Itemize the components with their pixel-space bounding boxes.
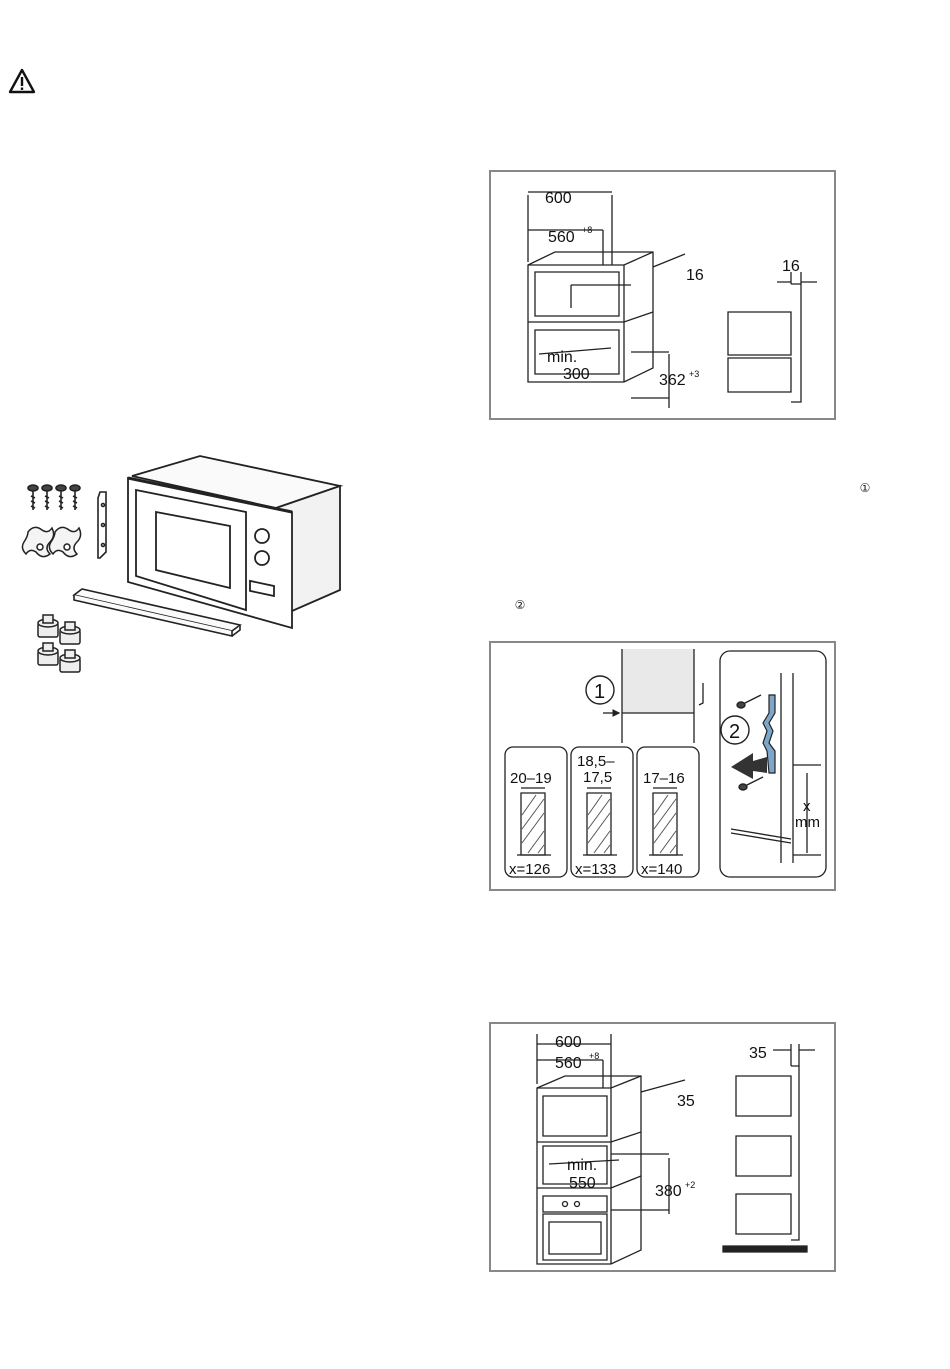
width-outer-label: 600 xyxy=(545,190,572,207)
warning-icon xyxy=(8,68,36,94)
clips-icon xyxy=(22,527,80,556)
min-depth-label: 300 xyxy=(563,366,590,383)
box-3-x-value: x=140 xyxy=(641,861,682,878)
box-3-range: 17–16 xyxy=(643,770,685,787)
accessories-illustration xyxy=(20,450,350,685)
reference-marker-2: ② xyxy=(512,597,528,613)
box-2-range-line2: 17,5 xyxy=(583,769,612,786)
width-inner-label: 560 xyxy=(548,229,575,246)
x-label: x xyxy=(803,798,811,815)
min-label: min. xyxy=(567,1157,597,1174)
screws-icon xyxy=(28,485,80,510)
tall-cabinet-dimensions-figure: 600 560 +8 35 35 min. 550 380 +2 xyxy=(489,1022,836,1272)
box-1-range: 20–19 xyxy=(510,770,552,787)
width-inner-tolerance: +8 xyxy=(582,225,592,235)
width-inner-label: 560 xyxy=(555,1055,582,1072)
callout-2: 2 xyxy=(729,721,740,743)
side-panel-thickness-label: 16 xyxy=(782,258,800,275)
box-2-x-value: x=133 xyxy=(575,861,616,878)
width-inner-tolerance: +8 xyxy=(589,1051,599,1061)
panel-thickness-label: 16 xyxy=(686,267,704,284)
box-1-x-value: x=126 xyxy=(509,861,550,878)
cabinet-dimensions-figure: 600 560 +8 16 16 min. 300 362 +3 xyxy=(489,170,836,420)
mm-label: mm xyxy=(795,814,820,831)
height-label: 380 xyxy=(655,1183,682,1200)
height-label: 362 xyxy=(659,372,686,389)
bracket-mounting-figure: 1 2 x mm 20–19 x=126 18,5– 17,5 x=133 17… xyxy=(489,641,836,891)
side-panel-thickness-label: 35 xyxy=(749,1045,767,1062)
box-2-range-line1: 18,5– xyxy=(577,753,615,770)
panel-thickness-label: 35 xyxy=(677,1093,695,1110)
width-outer-label: 600 xyxy=(555,1034,582,1051)
height-tolerance: +3 xyxy=(689,369,699,379)
bracket-bar-icon xyxy=(98,492,106,558)
microwave-icon xyxy=(128,456,340,628)
callout-1: 1 xyxy=(594,681,605,703)
height-tolerance: +2 xyxy=(685,1180,695,1190)
feet-icon xyxy=(38,615,80,672)
min-depth-label: 550 xyxy=(569,1175,596,1192)
reference-marker-1: ① xyxy=(857,480,873,496)
min-label: min. xyxy=(547,349,577,366)
